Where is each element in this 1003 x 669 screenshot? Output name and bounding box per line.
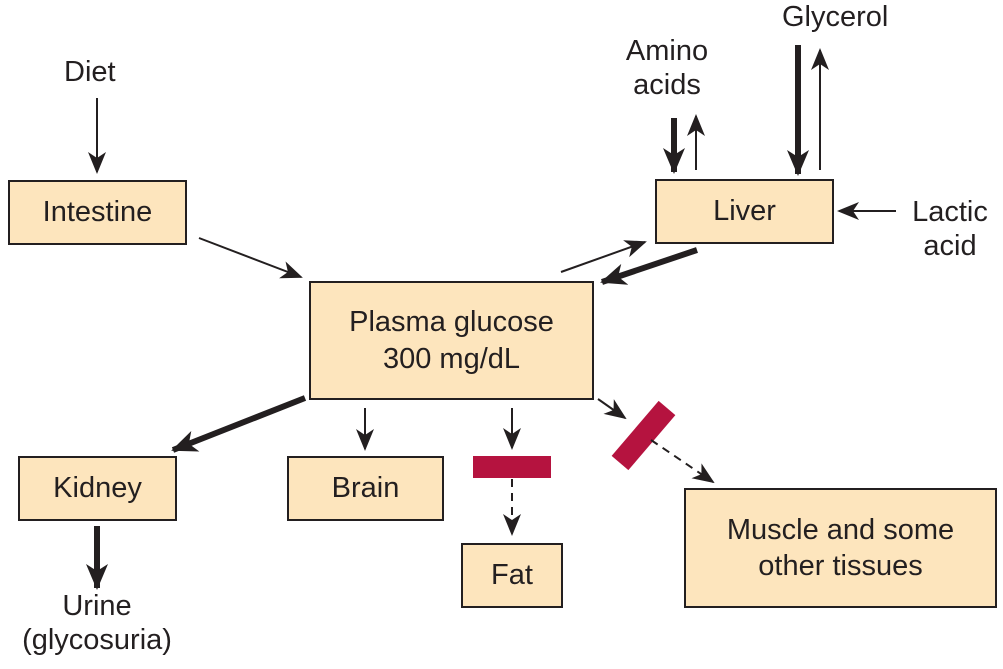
kidney-box: Kidney <box>18 456 177 521</box>
arrow-liver-to-plasma <box>600 247 698 285</box>
liver-box: Liver <box>655 179 834 244</box>
label-amino-acids: Amino acids <box>625 35 709 101</box>
arrow-intestine-to-plasma <box>198 237 303 279</box>
arrow-dashed-to-muscle <box>650 439 715 484</box>
plasma-glucose-box: Plasma glucose 300 mg/dL <box>309 281 594 400</box>
arrow-plasma-to-liver <box>560 240 647 273</box>
label-lactic-acid: Lactic acid <box>912 196 988 262</box>
brain-box: Brain <box>287 456 444 521</box>
arrow-plasma-to-kidney <box>171 395 307 453</box>
muscle-uptake-block <box>611 400 676 471</box>
muscle-box: Muscle and some other tissues <box>684 488 997 608</box>
muscle-label: Muscle and some other tissues <box>726 513 955 582</box>
plasma-glucose-label: Plasma glucose 300 mg/dL <box>349 306 554 375</box>
brain-label: Brain <box>331 472 400 505</box>
arrow-plasma-to-muscle-block <box>597 398 627 420</box>
fat-uptake-block <box>473 456 551 478</box>
fat-box: Fat <box>461 543 563 608</box>
fat-label: Fat <box>491 559 533 592</box>
kidney-label: Kidney <box>53 472 142 505</box>
liver-label: Liver <box>713 195 776 228</box>
label-diet: Diet <box>64 56 116 88</box>
label-urine: Urine (glycosuria) <box>22 590 172 656</box>
label-glycerol: Glycerol <box>782 1 889 33</box>
intestine-label: Intestine <box>42 196 153 229</box>
intestine-box: Intestine <box>8 180 187 245</box>
